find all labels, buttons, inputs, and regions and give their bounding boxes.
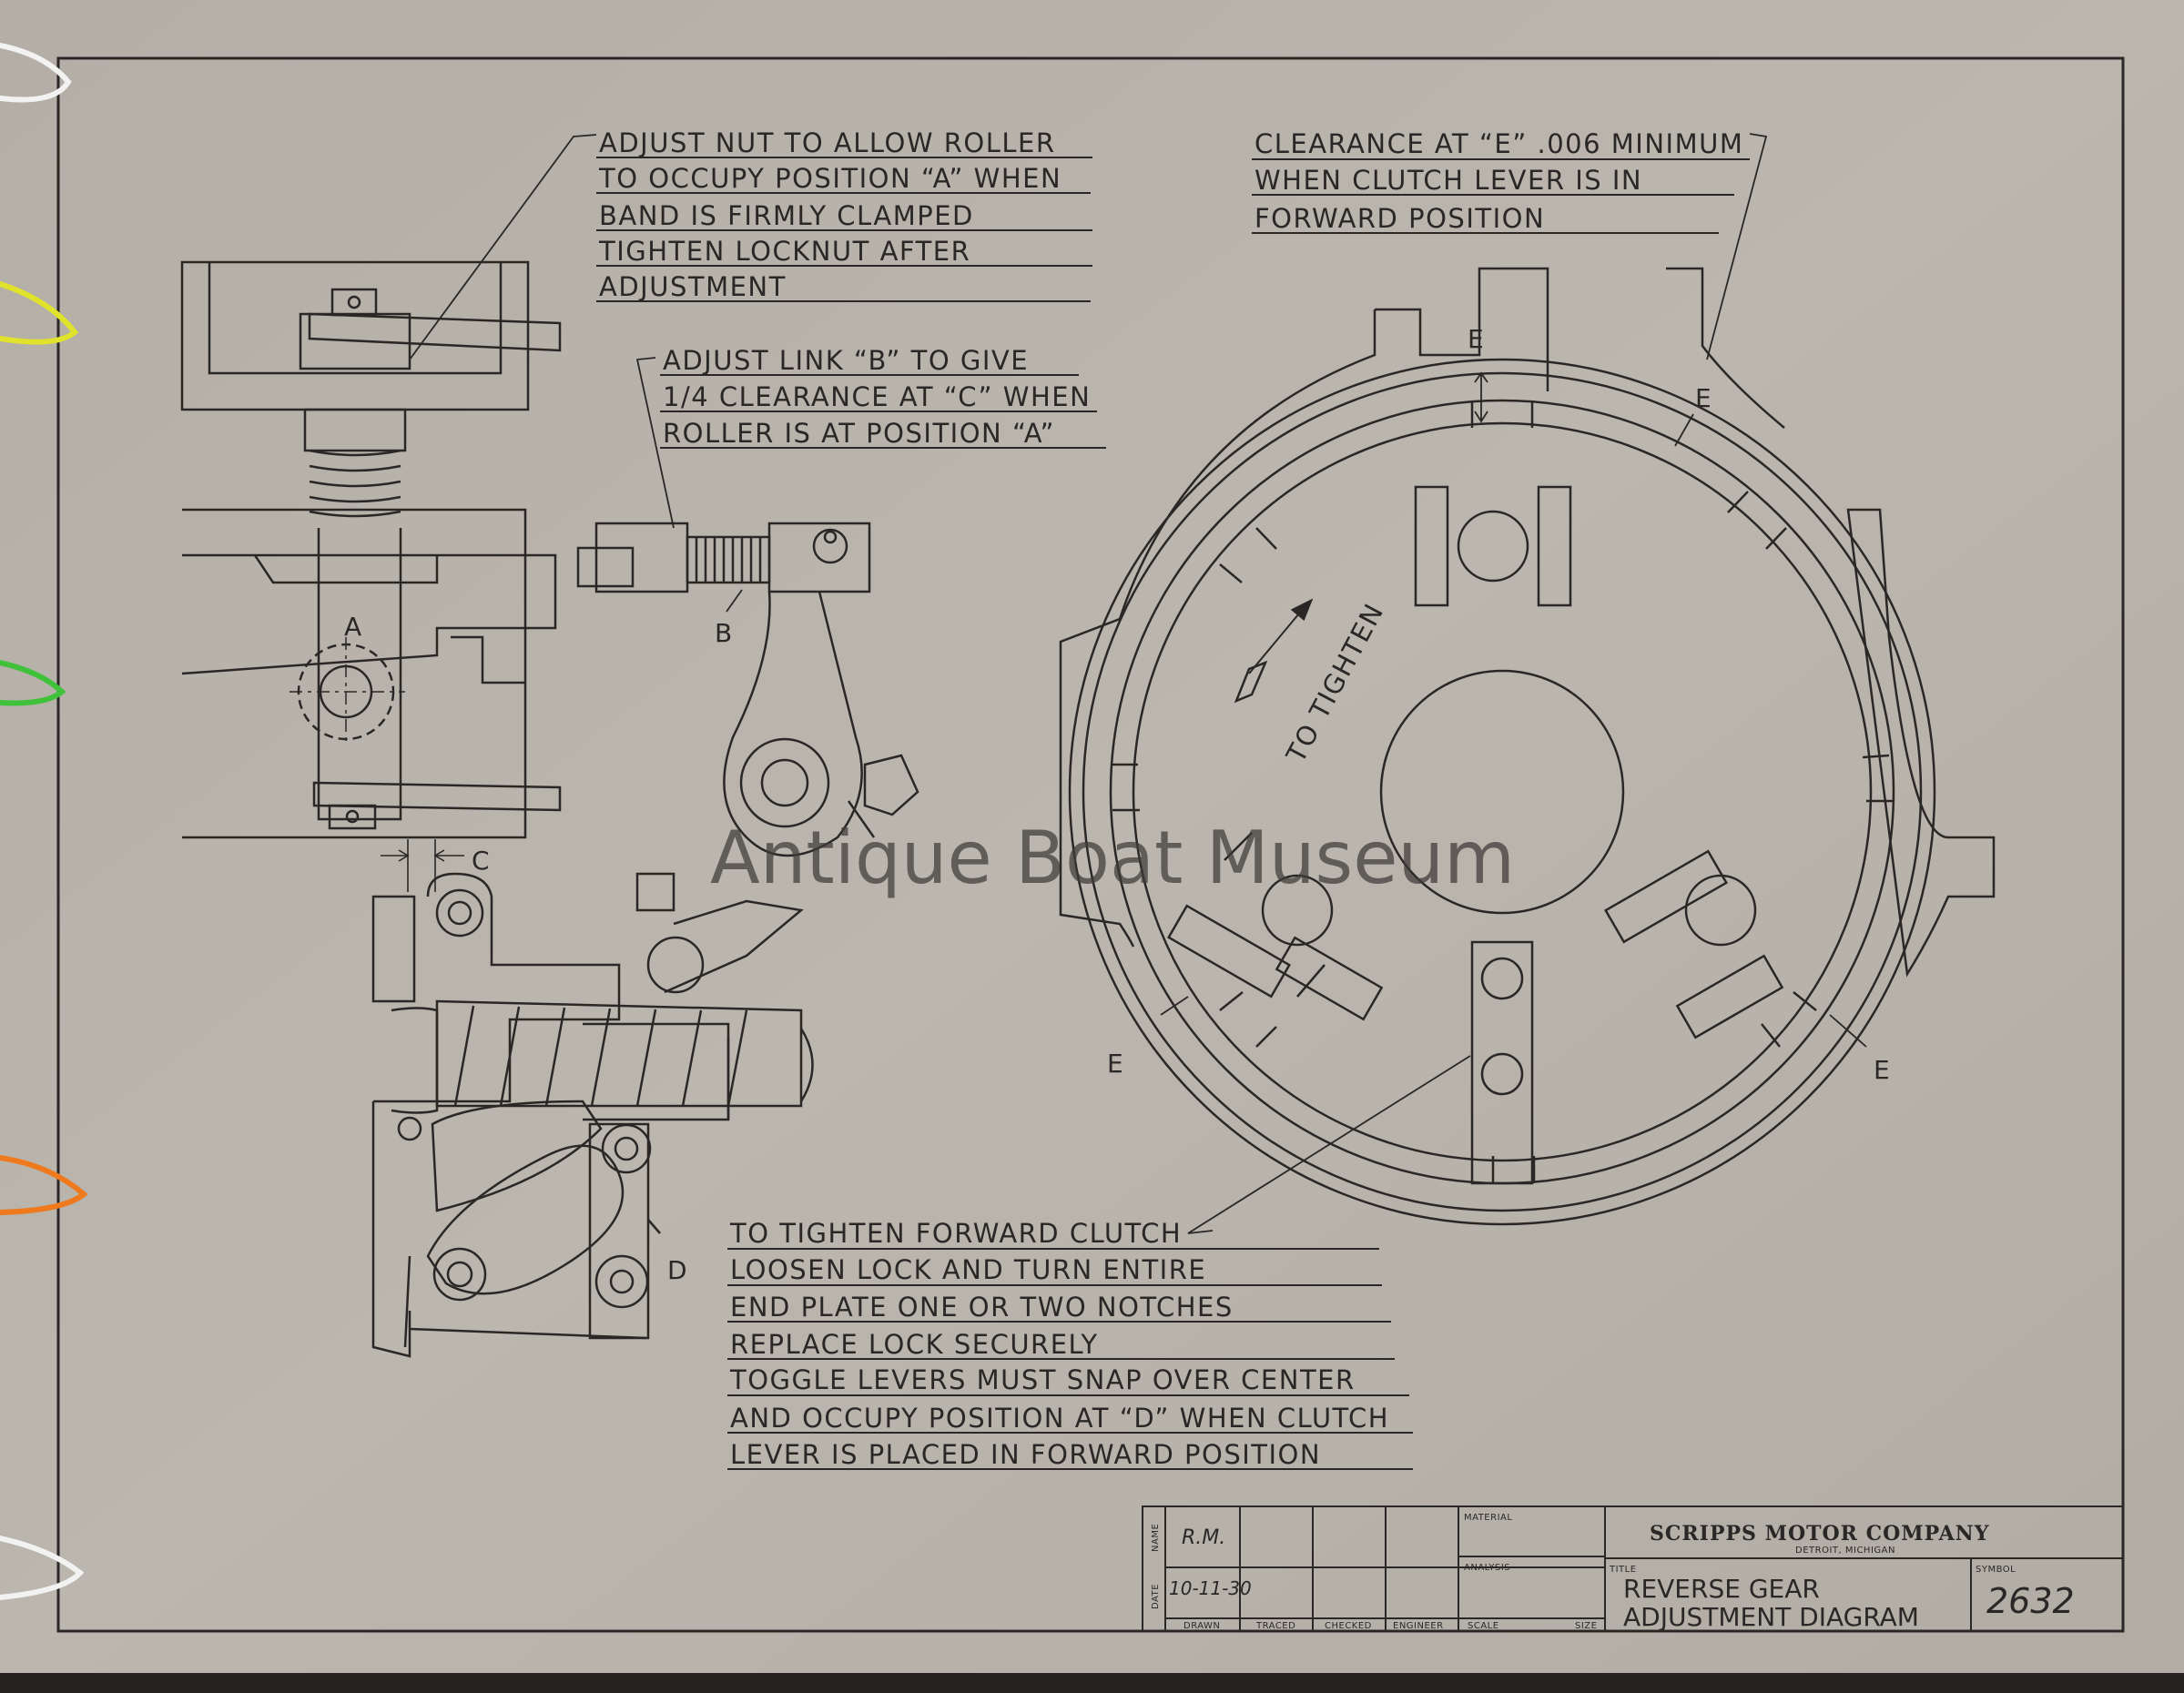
- label-a: A: [344, 612, 361, 642]
- label-e-top: E: [1468, 324, 1484, 354]
- label-e-right: E: [1695, 383, 1712, 413]
- note-adjust-nut-line-5: ADJUSTMENT: [599, 271, 787, 302]
- label-c: C: [472, 846, 490, 876]
- company-name: SCRIPPS MOTOR COMPANY: [1650, 1522, 1989, 1546]
- note-forward-clutch-line-1: TO TIGHTEN FORWARD CLUTCH: [729, 1218, 1182, 1249]
- drawn-by-name: R.M.: [1182, 1526, 1225, 1549]
- watermark: Antique Boat Museum: [710, 816, 1515, 900]
- material-label: MATERIAL: [1464, 1513, 1512, 1523]
- note-forward-clutch-line-5: TOGGLE LEVERS MUST SNAP OVER CENTER: [729, 1364, 1356, 1395]
- scale-label: SCALE: [1468, 1621, 1499, 1631]
- note-adjust-link-line-1: ADJUST LINK “B” TO GIVE: [663, 345, 1029, 376]
- clip-green: [0, 660, 66, 706]
- plate-hub: [1379, 669, 1625, 915]
- clip-orange: [0, 1155, 88, 1215]
- label-e-left: E: [1107, 1049, 1123, 1079]
- note-adjust-nut-line-3: BAND IS FIRMLY CLAMPED: [599, 200, 974, 231]
- note-adjust-link-line-3: ROLLER IS AT POSITION “A”: [663, 418, 1055, 449]
- note-adjust-nut-line-2: TO OCCUPY POSITION “A” WHEN: [598, 163, 1062, 194]
- analysis-label: ANALYSIS: [1464, 1563, 1510, 1573]
- title-label: TITLE: [1609, 1565, 1637, 1575]
- drawing-title-line-1: REVERSE GEAR: [1623, 1574, 1820, 1604]
- note-forward-clutch-line-6: AND OCCUPY POSITION AT “D” WHEN CLUTCH: [730, 1403, 1389, 1434]
- clip-white-top: [0, 43, 72, 103]
- note-adjust-nut-line-1: ADJUST NUT TO ALLOW ROLLER: [599, 127, 1056, 158]
- clip-yellow: [0, 281, 79, 345]
- col-traced: TRACED: [1255, 1621, 1295, 1631]
- left-mechanism: [180, 260, 919, 1358]
- binder-strip: [0, 1673, 2184, 1693]
- col-drawn: DRAWN: [1183, 1621, 1220, 1631]
- symbol-label: SYMBOL: [1976, 1565, 2016, 1575]
- label-b: B: [715, 618, 732, 648]
- name-field-label: NAME: [1151, 1524, 1161, 1552]
- clip-white-bottom: [0, 1536, 85, 1600]
- note-adjust-nut-line-4: TIGHTEN LOCKNUT AFTER: [598, 236, 970, 267]
- note-forward-clutch-line-4: REPLACE LOCK SECURELY: [730, 1329, 1099, 1360]
- size-label: SIZE: [1575, 1621, 1597, 1631]
- lock-strip: [1470, 940, 1534, 1185]
- note-forward-clutch: TO TIGHTEN FORWARD CLUTCH LOOSEN LOCK AN…: [727, 1218, 1413, 1470]
- label-d: D: [667, 1255, 687, 1285]
- col-engineer: ENGINEER: [1393, 1621, 1444, 1631]
- plate-outer-ring: [1068, 358, 1936, 1226]
- note-forward-clutch-line-3: END PLATE ONE OR TWO NOTCHES: [730, 1292, 1234, 1323]
- label-e-bottom-right: E: [1874, 1055, 1890, 1085]
- date-field-label: DATE: [1151, 1584, 1161, 1609]
- symbol-number: 2632: [1986, 1581, 2075, 1621]
- note-clearance-line-1: CLEARANCE AT “E” .006 MINIMUM: [1255, 128, 1743, 159]
- drawn-date: 10-11-30: [1169, 1577, 1252, 1599]
- note-adjust-nut: ADJUST NUT TO ALLOW ROLLER TO OCCUPY POS…: [596, 127, 1092, 302]
- title-block: [1142, 1505, 2124, 1632]
- note-forward-clutch-line-2: LOOSEN LOCK AND TURN ENTIRE: [730, 1254, 1206, 1285]
- outer-border: [56, 56, 2125, 1633]
- note-adjust-link: ADJUST LINK “B” TO GIVE 1/4 CLEARANCE AT…: [660, 345, 1106, 449]
- company-city: DETROIT, MICHIGAN: [1795, 1546, 1895, 1556]
- leader-lines: [409, 134, 1471, 1234]
- note-clearance-line-3: FORWARD POSITION: [1255, 203, 1545, 234]
- col-checked: CHECKED: [1325, 1621, 1372, 1631]
- note-clearance: CLEARANCE AT “E” .006 MINIMUM WHEN CLUTC…: [1252, 128, 1750, 234]
- binder-clips: [0, 43, 88, 1600]
- note-forward-clutch-line-7: LEVER IS PLACED IN FORWARD POSITION: [730, 1439, 1321, 1470]
- drawing-title-line-2: ADJUSTMENT DIAGRAM: [1623, 1602, 1919, 1632]
- note-clearance-line-2: WHEN CLUTCH LEVER IS IN: [1255, 165, 1642, 196]
- note-adjust-link-line-2: 1/4 CLEARANCE AT “C” WHEN: [663, 381, 1091, 412]
- title-block-text: NAME DATE R.M. 10-11-30 DRAWN TRACED CHE…: [1151, 1513, 2075, 1632]
- end-plate: [1059, 133, 1996, 1226]
